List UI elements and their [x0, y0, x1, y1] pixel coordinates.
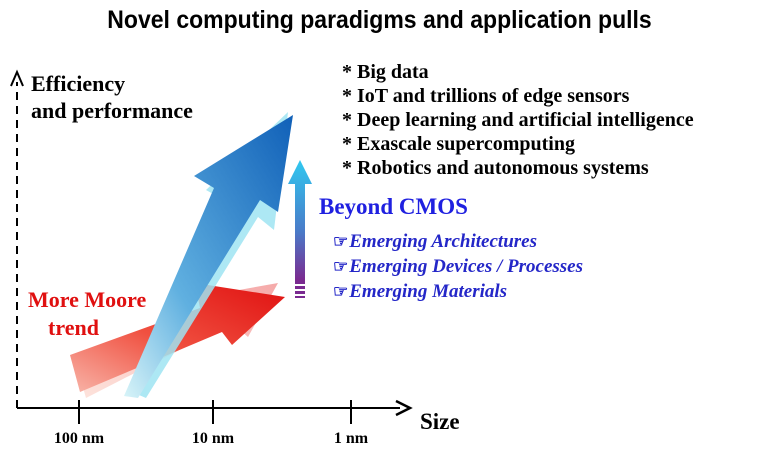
beyond-cmos-heading: Beyond CMOS: [319, 194, 468, 219]
emerging-item-label: Emerging Architectures: [349, 231, 537, 252]
x-tick-label: 10 nm: [191, 430, 235, 447]
emerging-list: ☞Emerging Architectures ☞Emerging Device…: [333, 229, 583, 304]
list-item: * Robotics and autonomous systems: [342, 157, 649, 179]
x-axis: [17, 399, 413, 424]
emerging-item-label: Emerging Materials: [349, 281, 508, 302]
y-axis: [10, 69, 24, 408]
more-moore-line1: More Moore: [28, 287, 147, 312]
beyond-cmos-blue-arrow: [124, 112, 293, 398]
pointing-hand-icon: ☞: [333, 282, 349, 301]
list-item: * Deep learning and artificial intellige…: [342, 109, 694, 131]
list-item: ☞Emerging Architectures: [333, 229, 583, 254]
beyond-cmos-up-arrow: [288, 160, 312, 298]
y-axis-label-line2: and performance: [31, 98, 193, 123]
list-item: ☞Emerging Materials: [333, 279, 583, 304]
x-tick-label: 100 nm: [53, 430, 105, 447]
y-axis-label-line1: Efficiency: [31, 71, 126, 96]
list-item: * IoT and trillions of edge sensors: [342, 85, 630, 107]
y-axis-label: Efficiency and performance: [31, 70, 193, 124]
more-moore-label: More Moore trend: [28, 286, 146, 342]
x-tick-label: 1 nm: [333, 430, 369, 447]
page-title: Novel computing paradigms and applicatio…: [107, 6, 652, 34]
application-pulls-list: * Big data * IoT and trillions of edge s…: [342, 60, 694, 180]
x-axis-label: Size: [420, 409, 460, 434]
more-moore-line2: trend: [48, 315, 99, 340]
pointing-hand-icon: ☞: [333, 257, 349, 276]
list-item: ☞Emerging Devices / Processes: [333, 254, 583, 279]
emerging-item-label: Emerging Devices / Processes: [349, 256, 584, 277]
list-item: * Exascale supercomputing: [342, 133, 575, 155]
list-item: * Big data: [342, 61, 429, 83]
pointing-hand-icon: ☞: [333, 232, 349, 251]
